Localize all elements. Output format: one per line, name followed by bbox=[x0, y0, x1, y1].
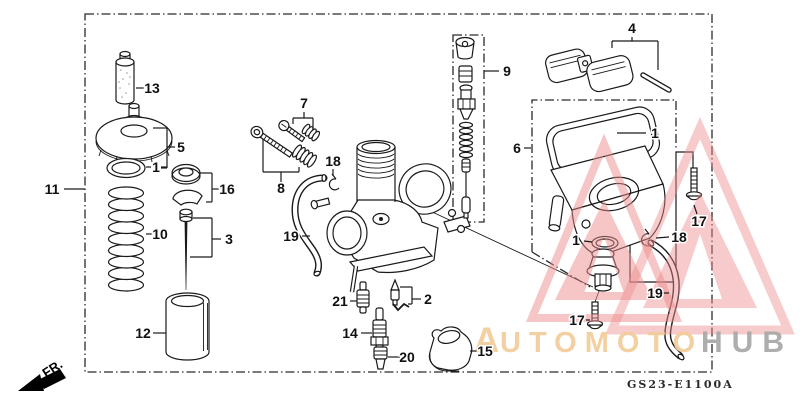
part-label-20: 20 bbox=[399, 349, 415, 365]
part-hose-19-left bbox=[291, 174, 328, 277]
part-screw-17-top bbox=[685, 167, 703, 201]
part-label-17: 17 bbox=[569, 312, 585, 328]
watermark-rest: UTOMOTO bbox=[500, 327, 703, 359]
part-cap-5 bbox=[95, 102, 173, 165]
leader-line-part-18 bbox=[655, 236, 670, 239]
part-jet-14 bbox=[370, 307, 389, 351]
part-label-4: 4 bbox=[628, 20, 636, 36]
part-label-8: 8 bbox=[277, 180, 285, 196]
part-label-11: 11 bbox=[45, 181, 60, 197]
part-clip-18-left bbox=[328, 173, 340, 191]
part-jet-21 bbox=[356, 281, 370, 314]
part-spring-7 bbox=[301, 123, 321, 142]
part-label-1: 1 bbox=[651, 125, 659, 141]
part-boot-15 bbox=[428, 326, 473, 372]
part-label-19: 19 bbox=[283, 228, 299, 244]
leader-line-part-1 bbox=[583, 240, 593, 243]
part-label-6: 6 bbox=[513, 140, 521, 156]
watermark-text: A UTOMOTO HUB bbox=[474, 321, 793, 360]
part-label-10: 10 bbox=[152, 226, 168, 242]
part-oring-1-left bbox=[106, 157, 146, 179]
diagram-frame bbox=[84, 13, 713, 373]
group-box-6 bbox=[531, 99, 677, 252]
part-label-18: 18 bbox=[325, 153, 341, 169]
part-label-9: 9 bbox=[503, 63, 511, 79]
part-float-pin-4 bbox=[640, 72, 672, 93]
part-filter-13 bbox=[115, 50, 135, 105]
part-label-14: 14 bbox=[342, 325, 358, 341]
part-slide-12 bbox=[165, 292, 210, 361]
part-label-16: 16 bbox=[219, 181, 235, 197]
part-label-13: 13 bbox=[144, 80, 160, 96]
watermark-logo-small bbox=[526, 133, 682, 322]
part-label-3: 3 bbox=[225, 231, 233, 247]
part-label-19: 19 bbox=[647, 285, 663, 301]
part-needle-3 bbox=[179, 208, 193, 290]
part-screw-7 bbox=[278, 119, 306, 143]
part-float-4 bbox=[545, 48, 634, 93]
watermark-logo-large bbox=[605, 116, 795, 335]
part-label-5: 5 bbox=[177, 139, 185, 155]
part-label-18: 18 bbox=[671, 229, 687, 245]
part-label-12: 12 bbox=[135, 325, 151, 341]
part-spring-10 bbox=[107, 186, 145, 292]
part-label-17: 17 bbox=[691, 213, 707, 229]
part-jet-20 bbox=[373, 346, 388, 370]
part-carburetor-body bbox=[310, 139, 471, 293]
diagram-code: GS23-E1100A bbox=[627, 378, 734, 391]
part-label-2: 2 bbox=[424, 291, 432, 307]
part-label-15: 15 bbox=[477, 343, 493, 359]
watermark-suffix: HUB bbox=[701, 326, 793, 359]
part-screw-8 bbox=[250, 125, 294, 158]
front-direction-arrow: FR. bbox=[18, 357, 66, 391]
part-seat-16 bbox=[171, 163, 203, 206]
watermark-initial: A bbox=[474, 321, 499, 360]
part-drain-fitting bbox=[586, 248, 620, 292]
leader-line-part-17 bbox=[693, 204, 698, 215]
part-valve-set-9 bbox=[455, 36, 476, 219]
part-label-1: 1 bbox=[572, 232, 580, 248]
part-spring-8 bbox=[291, 144, 317, 168]
part-label-21: 21 bbox=[332, 293, 348, 309]
part-label-1: 1 bbox=[152, 159, 160, 175]
part-label-7: 7 bbox=[300, 95, 308, 111]
part-float-valve-2 bbox=[390, 278, 410, 312]
